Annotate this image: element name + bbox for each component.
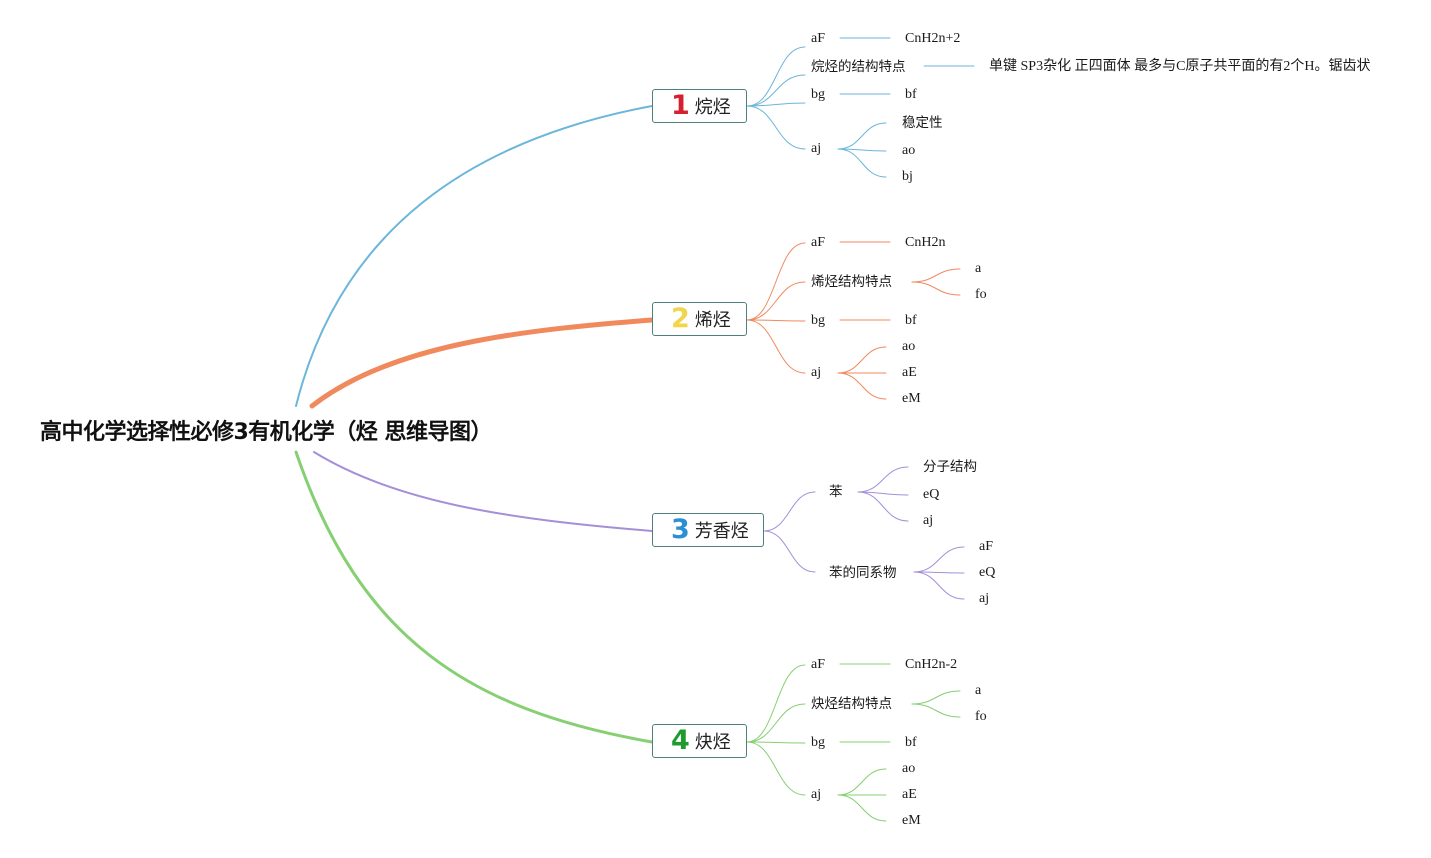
- node-child[interactable]: eQ: [923, 487, 940, 502]
- node-label[interactable]: 烯烃结构特点: [811, 274, 892, 290]
- topic-branch-line: [746, 703, 806, 743]
- node-child[interactable]: aF: [979, 539, 993, 554]
- child-branch-line: [913, 571, 965, 600]
- node-child[interactable]: a: [975, 261, 982, 276]
- node-label[interactable]: bg: [811, 735, 825, 750]
- node-label[interactable]: aF: [811, 235, 825, 250]
- node-label[interactable]: 苯: [829, 484, 843, 500]
- child-branch-line: [837, 346, 887, 374]
- node-child[interactable]: fo: [975, 709, 987, 724]
- node-child[interactable]: eM: [902, 813, 921, 828]
- topic-branch-line: [763, 491, 816, 532]
- child-branch-line: [837, 122, 887, 150]
- root-title[interactable]: 高中化学选择性必修3有机化学（烃 思维导图）: [40, 420, 492, 445]
- node-label[interactable]: aF: [811, 31, 825, 46]
- topic-branch-line: [763, 530, 816, 573]
- node-label[interactable]: bg: [811, 313, 825, 328]
- node-label[interactable]: 苯的同系物: [829, 565, 897, 581]
- node-label[interactable]: aj: [811, 365, 822, 380]
- node-child[interactable]: bj: [902, 169, 913, 184]
- node-child[interactable]: fo: [975, 287, 987, 302]
- child-branch-line: [857, 491, 909, 522]
- topic-label: 炔烃: [694, 732, 731, 753]
- node-child[interactable]: aE: [902, 787, 917, 802]
- topic-branch-line: [746, 319, 806, 322]
- child-branch-line: [911, 281, 961, 296]
- root-branch-line: [313, 451, 653, 532]
- root-branch-line: [309, 317, 655, 409]
- node-child[interactable]: eM: [902, 391, 921, 406]
- child-branch-line: [837, 794, 887, 822]
- topic-number-badge: 3: [671, 513, 690, 545]
- node-value[interactable]: CnH2n: [905, 235, 946, 250]
- node-value[interactable]: 单键 SP3杂化 正四面体 最多与C原子共平面的有2个H。锯齿状: [989, 59, 1371, 74]
- topic-alkane[interactable]: 1 烷烃: [652, 89, 747, 123]
- node-label[interactable]: aj: [811, 787, 822, 802]
- node-child[interactable]: aE: [902, 365, 917, 380]
- node-child[interactable]: ao: [902, 761, 916, 776]
- node-label[interactable]: 炔烃结构特点: [811, 696, 892, 712]
- child-branch-line: [837, 768, 887, 796]
- topic-branch-line: [746, 105, 806, 150]
- node-label[interactable]: aF: [811, 657, 825, 672]
- topic-branch-line: [746, 242, 806, 321]
- child-branch-line: [911, 690, 961, 705]
- topic-branch-line: [746, 741, 806, 744]
- topic-alkene[interactable]: 2 烯烃: [652, 302, 747, 336]
- topic-number-badge: 4: [671, 724, 690, 756]
- node-child[interactable]: a: [975, 683, 982, 698]
- topic-branch-line: [746, 281, 806, 321]
- node-value[interactable]: CnH2n+2: [905, 31, 961, 46]
- topic-label: 烷烃: [694, 97, 731, 118]
- node-child[interactable]: 稳定性: [902, 115, 943, 131]
- node-label[interactable]: aj: [811, 141, 822, 156]
- root-branch-line: [294, 450, 654, 744]
- node-child[interactable]: ao: [902, 339, 916, 354]
- child-branch-line: [911, 268, 961, 283]
- child-branch-line: [857, 466, 909, 493]
- topic-branch-line: [746, 741, 806, 796]
- root-branch-line: [295, 105, 653, 407]
- node-value[interactable]: CnH2n-2: [905, 657, 958, 672]
- node-label[interactable]: bg: [811, 87, 825, 102]
- topic-branch-line: [746, 74, 806, 107]
- topic-branch-line: [746, 319, 806, 374]
- node-child[interactable]: ao: [902, 143, 916, 158]
- topic-alkyne[interactable]: 4 炔烃: [652, 724, 747, 758]
- topic-branch-line: [746, 102, 806, 107]
- child-branch-line: [911, 703, 961, 718]
- topic-label: 芳香烃: [694, 521, 749, 542]
- child-branch-line: [913, 546, 965, 573]
- child-branch-line: [837, 148, 887, 178]
- topic-aromatic[interactable]: 3 芳香烃: [652, 513, 764, 547]
- node-child[interactable]: eQ: [979, 565, 996, 580]
- node-value[interactable]: bf: [905, 87, 917, 102]
- topic-number-badge: 1: [671, 89, 690, 121]
- child-branch-line: [837, 372, 887, 400]
- node-label[interactable]: 烷烃的结构特点: [811, 59, 906, 75]
- node-value[interactable]: bf: [905, 313, 917, 328]
- node-child[interactable]: 分子结构: [923, 459, 977, 475]
- node-child[interactable]: aj: [979, 591, 990, 606]
- node-child[interactable]: aj: [923, 513, 934, 528]
- topic-branch-line: [746, 46, 806, 107]
- topic-branch-line: [746, 664, 806, 743]
- node-value[interactable]: bf: [905, 735, 917, 750]
- topic-label: 烯烃: [694, 310, 731, 331]
- topic-number-badge: 2: [671, 302, 690, 334]
